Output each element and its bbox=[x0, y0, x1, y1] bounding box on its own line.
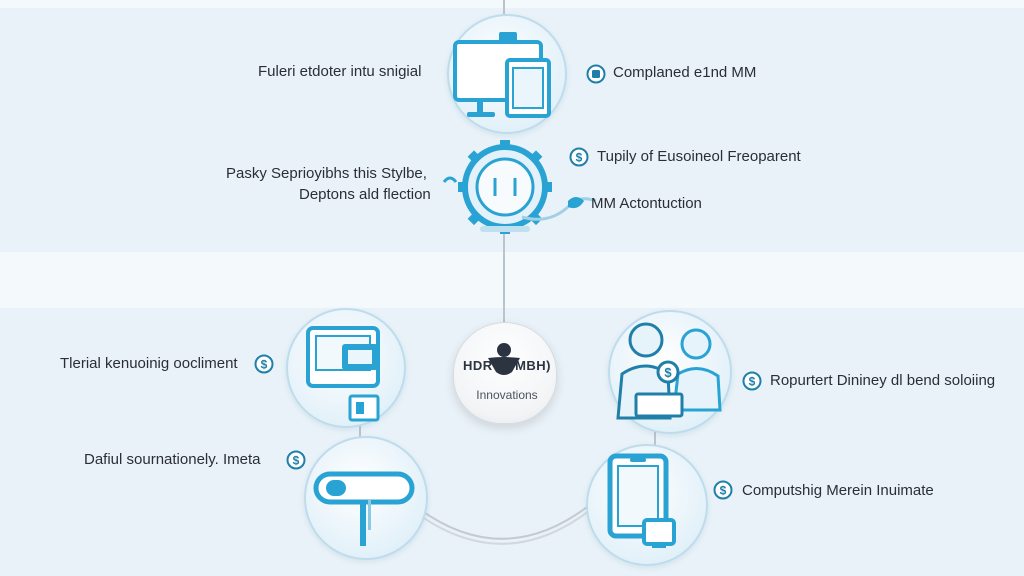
svg-text:$: $ bbox=[261, 358, 268, 372]
label-top-right-1: Complaned e1nd MM bbox=[613, 64, 757, 81]
svg-text:$: $ bbox=[576, 151, 583, 165]
svg-text:$: $ bbox=[749, 375, 756, 389]
label-bottom-right-2: Computshig Merein Inuimate bbox=[742, 482, 934, 499]
label-top-left-2a: Pasky Seprioyibhs this Stylbe, bbox=[226, 165, 427, 182]
label-top-right-3: MM Actontuction bbox=[591, 195, 702, 212]
hub-subtitle: Innovations bbox=[476, 388, 538, 402]
label-bottom-left-2: Dafiul sournationely. Imeta bbox=[84, 451, 261, 468]
svg-text:$: $ bbox=[664, 365, 672, 380]
dollar-badge-icon bbox=[586, 64, 606, 84]
label-top-left-2b: Deptons ald flection bbox=[299, 186, 431, 203]
people-icon: $ bbox=[616, 322, 722, 420]
hub-emblem-icon bbox=[488, 343, 520, 375]
hub-title: HDRT DMBH) bbox=[462, 358, 552, 373]
monitor-icon bbox=[453, 32, 551, 118]
label-top-left-1: Fuleri etdoter intu snigial bbox=[258, 63, 422, 80]
connector-top bbox=[503, 0, 505, 20]
tablet-icon bbox=[607, 453, 676, 548]
connector-mid bbox=[503, 228, 505, 328]
dollar-badge-icon: $ bbox=[713, 480, 733, 500]
svg-text:$: $ bbox=[720, 484, 727, 498]
label-top-right-2: Tupily of Eusoineol Freoparent bbox=[597, 148, 801, 165]
label-bottom-left-1: Tlerial kenuoinig oocliment bbox=[60, 355, 238, 372]
dollar-badge-icon: $ bbox=[569, 147, 589, 167]
display-card-icon bbox=[306, 326, 380, 422]
label-bottom-right-1: Ropurtert Dininey dl bend soloiing bbox=[770, 372, 996, 389]
dollar-badge-icon: $ bbox=[286, 450, 306, 470]
dollar-badge-icon: $ bbox=[254, 354, 274, 374]
dollar-badge-icon: $ bbox=[742, 371, 762, 391]
swoosh-connector bbox=[521, 197, 597, 221]
handle-icon bbox=[313, 471, 415, 546]
gear-icon[interactable] bbox=[440, 140, 570, 236]
svg-text:$: $ bbox=[293, 454, 300, 468]
